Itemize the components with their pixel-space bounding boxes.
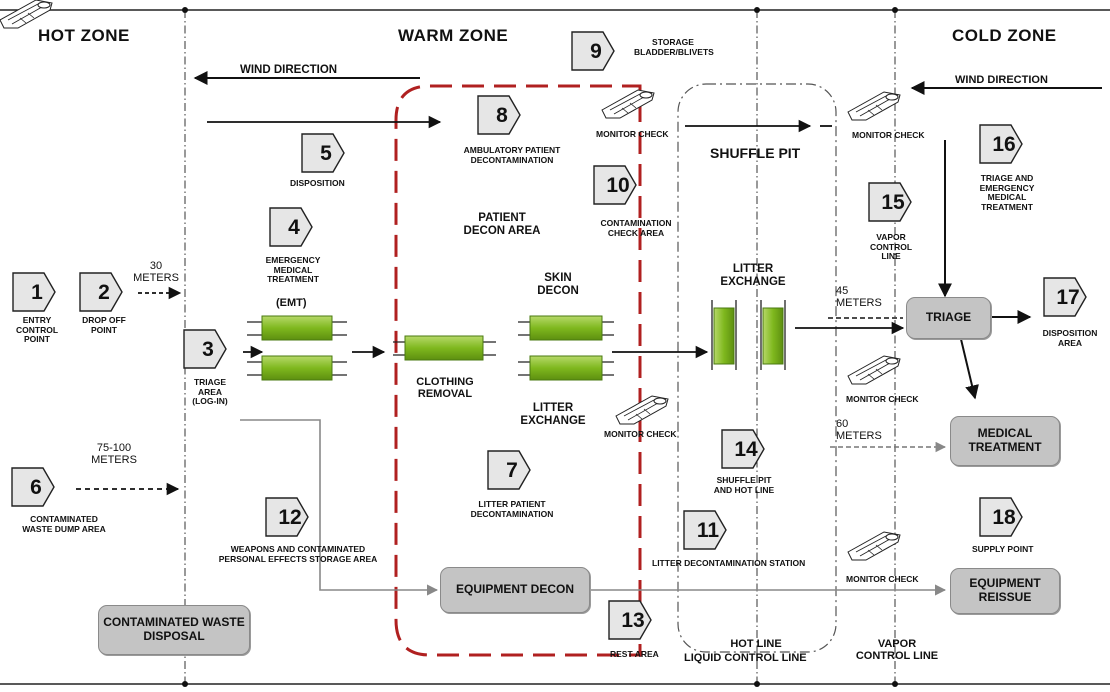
step-1-label: ENTRY CONTROL POINT	[15, 315, 59, 345]
step-2-label: DROP OFF POINT	[82, 315, 126, 335]
step-6-label: CONTAMINATED WASTE DUMP AREA	[22, 514, 106, 534]
cold-zone-title: COLD ZONE	[952, 26, 1057, 45]
monitor-check-2: MONITOR CHECK	[852, 130, 925, 140]
step-18-number: 18	[992, 506, 1016, 529]
equipment-decon-box: EQUIPMENT DECON	[440, 567, 590, 613]
monitor-check-3: MONITOR CHECK	[604, 429, 677, 439]
skin-decon-label: SKIN DECON	[537, 272, 579, 297]
step-17-label: DISPOSITION AREA	[1042, 328, 1098, 348]
step-14-number: 14	[734, 438, 758, 461]
step-11-number: 11	[696, 519, 720, 542]
patient-decon-area-label: PATIENT DECON AREA	[463, 212, 541, 237]
step-8-label: AMBULATORY PATIENT DECONTAMINATION	[463, 145, 561, 165]
hot-zone-title: HOT ZONE	[38, 26, 130, 45]
warm-zone-title: WARM ZONE	[398, 26, 509, 45]
clothing-removal-litter	[393, 335, 496, 361]
shuffle-pit-area	[677, 83, 837, 653]
step-13-number: 13	[621, 609, 645, 632]
step-6-number: 6	[30, 476, 42, 499]
contaminated-waste-disposal-box: CONTAMINATED WASTE DISPOSAL	[98, 605, 250, 655]
step-8-number: 8	[496, 104, 508, 127]
step-9-number: 9	[590, 40, 602, 63]
triage-box: TRIAGE	[906, 297, 991, 339]
step-15-label: VAPOR CONTROL LINE	[869, 232, 913, 262]
step-18-label: SUPPLY POINT	[972, 544, 1034, 554]
step-2-number: 2	[98, 281, 110, 304]
decon-area-boundary	[394, 84, 642, 657]
step-12-number: 12	[278, 506, 302, 529]
skin-decon-litters	[518, 315, 614, 381]
step-17-number: 17	[1056, 286, 1080, 309]
monitor-check-1: MONITOR CHECK	[596, 129, 669, 139]
emt-label: (EMT)	[276, 297, 307, 309]
equipment-reissue-box: EQUIPMENT REISSUE	[950, 568, 1060, 614]
litter-exchange-litters	[711, 300, 786, 370]
medical-treatment-box: MEDICAL TREATMENT	[950, 416, 1060, 466]
step-12-label: WEAPONS AND CONTAMINATED PERSONAL EFFECT…	[218, 544, 378, 564]
step-16-number: 16	[992, 133, 1016, 156]
step-14-label: SHUFFLE PIT AND HOT LINE	[713, 475, 775, 495]
step-15-number: 15	[881, 191, 905, 214]
step-16-label: TRIAGE AND EMERGENCY MEDICAL TREATMENT	[979, 173, 1035, 212]
liquid-control-line-label: LIQUID CONTROL LINE	[684, 652, 807, 664]
step-9-label: STORAGE BLADDER/BLIVETS	[634, 37, 714, 57]
step-5-number: 5	[320, 142, 332, 165]
distance-75-100: 75-100 METERS	[91, 442, 137, 467]
emt-litters	[247, 315, 347, 381]
distance-60: 60 METERS	[836, 418, 882, 443]
monitor-device-icon	[0, 0, 53, 29]
step-7-label: LITTER PATIENT DECONTAMINATION	[470, 499, 554, 519]
monitor-check-4: MONITOR CHECK	[846, 394, 919, 404]
litter-exchange-warm-label: LITTER EXCHANGE	[520, 402, 586, 427]
monitor-check-5: MONITOR CHECK	[846, 574, 919, 584]
step-13-label: REST AREA	[610, 649, 659, 659]
step-4-number: 4	[288, 216, 300, 239]
step-7-number: 7	[506, 459, 518, 482]
step-10-label: CONTAMINATION CHECK AREA	[600, 218, 672, 238]
step-1-number: 1	[31, 281, 43, 304]
step-11-label: LITTER DECONTAMINATION STATION	[652, 558, 806, 568]
wind-direction-left: WIND DIRECTION	[240, 64, 338, 76]
litter-exchange-pit-label: LITTER EXCHANGE	[720, 263, 786, 288]
step-5-label: DISPOSITION	[290, 178, 345, 188]
hot-line-label: HOT LINE	[730, 638, 782, 650]
step-3-number: 3	[202, 338, 214, 361]
wind-direction-right: WIND DIRECTION	[955, 74, 1048, 86]
vapor-control-line-label: VAPOR CONTROL LINE	[855, 638, 939, 663]
step-4-label: EMERGENCY MEDICAL TREATMENT	[265, 255, 321, 285]
shuffle-pit-label: SHUFFLE PIT	[710, 145, 801, 161]
distance-45: 45 METERS	[836, 285, 882, 310]
step-10-number: 10	[606, 174, 630, 197]
distance-30: 30 METERS	[133, 260, 179, 285]
step-3-label: TRIAGE AREA (LOG-IN)	[192, 377, 228, 407]
clothing-removal-label: CLOTHING REMOVAL	[416, 376, 474, 401]
